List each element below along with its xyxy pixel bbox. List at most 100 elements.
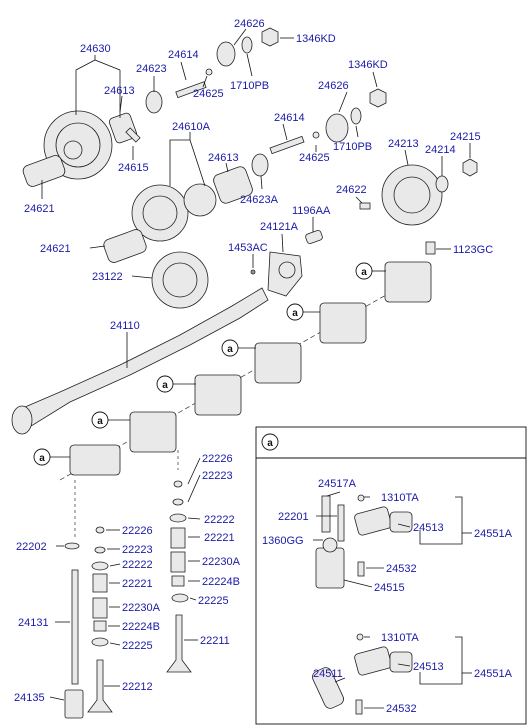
key-22226-left-part [95,526,105,534]
svg-text:a: a [361,267,367,278]
bolt-top-part [175,81,207,99]
label-22222-right: 22222 [204,514,235,526]
label-24121a: 24121A [260,221,299,233]
label-1310ta-lower: 1310TA [381,632,419,644]
gear-small-part [183,183,217,217]
plate-24121a-hole [278,261,296,279]
label-24625-mid: 24625 [299,152,330,164]
drawing [11,27,478,719]
gear-23122-hub [162,262,198,298]
bushing-upper-part [389,511,413,533]
label-22224b-right: 22224B [202,576,240,588]
detail-title-circle [261,433,279,451]
label-24622: 24622 [336,184,367,196]
camshaft-end-part [11,405,33,435]
bearing-cap-top-part [216,41,236,67]
label-24613-left: 24613 [104,85,135,97]
camshaft-24110-part [17,287,269,429]
seat-22224b-right-part [171,575,185,587]
label-1346kd-top: 1346KD [296,33,336,45]
washer-22225-right-part [171,593,189,603]
rocker-shaft-axis [59,269,431,481]
spring-22230a-left-part [92,597,108,619]
label-22230a-left: 22230A [122,602,161,614]
label-24131: 24131 [18,617,49,629]
label-24610a: 24610A [172,121,211,133]
washer-1360gg-part [322,537,338,553]
label-22226-right: 22226 [202,453,233,465]
bracket-24515-part [315,547,345,589]
label-22230a-right: 22230A [202,556,241,568]
label-24532-lower: 24532 [386,703,417,715]
ring-right-part [350,107,362,125]
bolt-24517a-part [321,495,331,533]
label-1346kd-right: 1346KD [348,59,388,71]
label-22225-left: 22225 [122,640,153,652]
label-24532-upper: 24532 [386,563,417,575]
pushrod-24131-part [71,569,79,685]
ring-top-part [241,36,253,54]
callout-markers: a a a a a a [33,262,386,466]
rocker-assemblies [69,261,432,476]
shaft-24511-part [312,667,344,709]
clip-top-part [205,68,213,76]
rocker-5-part [319,302,367,344]
rocker-24513-lower-part [354,646,392,676]
label-24511: 24511 [313,668,343,680]
detail-frame [255,426,527,725]
label-24614-mid: 24614 [274,112,305,124]
washer-24623a-part [251,153,269,177]
label-24614-top: 24614 [168,49,199,61]
nut-top-part [261,27,279,47]
label-1453ac: 1453AC [228,242,268,254]
label-24613-mid: 24613 [208,152,239,164]
pin-24615-part [125,127,141,143]
label-22221-right: 22221 [204,532,235,544]
label-22226-left: 22226 [122,525,153,537]
rocker-6-part [384,261,432,303]
label-23122: 23122 [92,271,123,283]
bolt-22201-part [337,504,345,542]
label-1710pb-top: 1710PB [230,80,269,92]
gear-24213-hub [393,176,431,214]
label-24215: 24215 [450,131,481,143]
part-labels: 24626 1346KD 24630 24614 24623 1710PB 24… [14,18,513,715]
label-22222-left: 22222 [122,559,153,571]
nut-24215-part [462,158,478,177]
gear-24630-bore [63,140,83,160]
rocker-4-part [254,342,302,384]
label-24214: 24214 [425,144,456,156]
seat-22223-left-part [94,546,106,554]
label-24513-lower: 24513 [413,661,444,673]
label-24515: 24515 [374,582,405,594]
label-1710pb-mid: 1710PB [333,141,372,153]
washer-24214-part [435,175,449,193]
bolt-mid-part [269,135,305,155]
seat-22224b-left-part [93,620,107,632]
label-24626-right: 24626 [318,80,349,92]
label-24135: 24135 [14,692,45,704]
label-1360gg: 1360GG [262,535,304,547]
spring-22221-left-part [92,573,108,593]
leader-lines [41,28,471,701]
shaft-24621-lower-part [103,229,147,263]
label-24630: 24630 [80,43,111,55]
spring-22230a-right-part [170,551,186,573]
svg-text:a: a [97,416,103,427]
spring-22221-right-part [170,527,186,549]
svg-text:a: a [292,308,298,319]
label-1123gc: 1123GC [453,244,493,256]
label-22223-right: 22223 [202,470,233,482]
svg-text:a: a [227,344,233,355]
nut-1310ta-lower-part [356,633,364,641]
valve-22212-part [87,659,113,713]
shaft-24621-upper-part [22,155,66,187]
svg-text:a: a [39,453,45,464]
detail-panel: a [255,426,527,725]
label-22224b-left: 22224B [122,621,160,633]
label-22211: 22211 [200,635,230,647]
rocker-1-part [69,444,121,476]
rocker-24513-upper-part [354,506,392,536]
